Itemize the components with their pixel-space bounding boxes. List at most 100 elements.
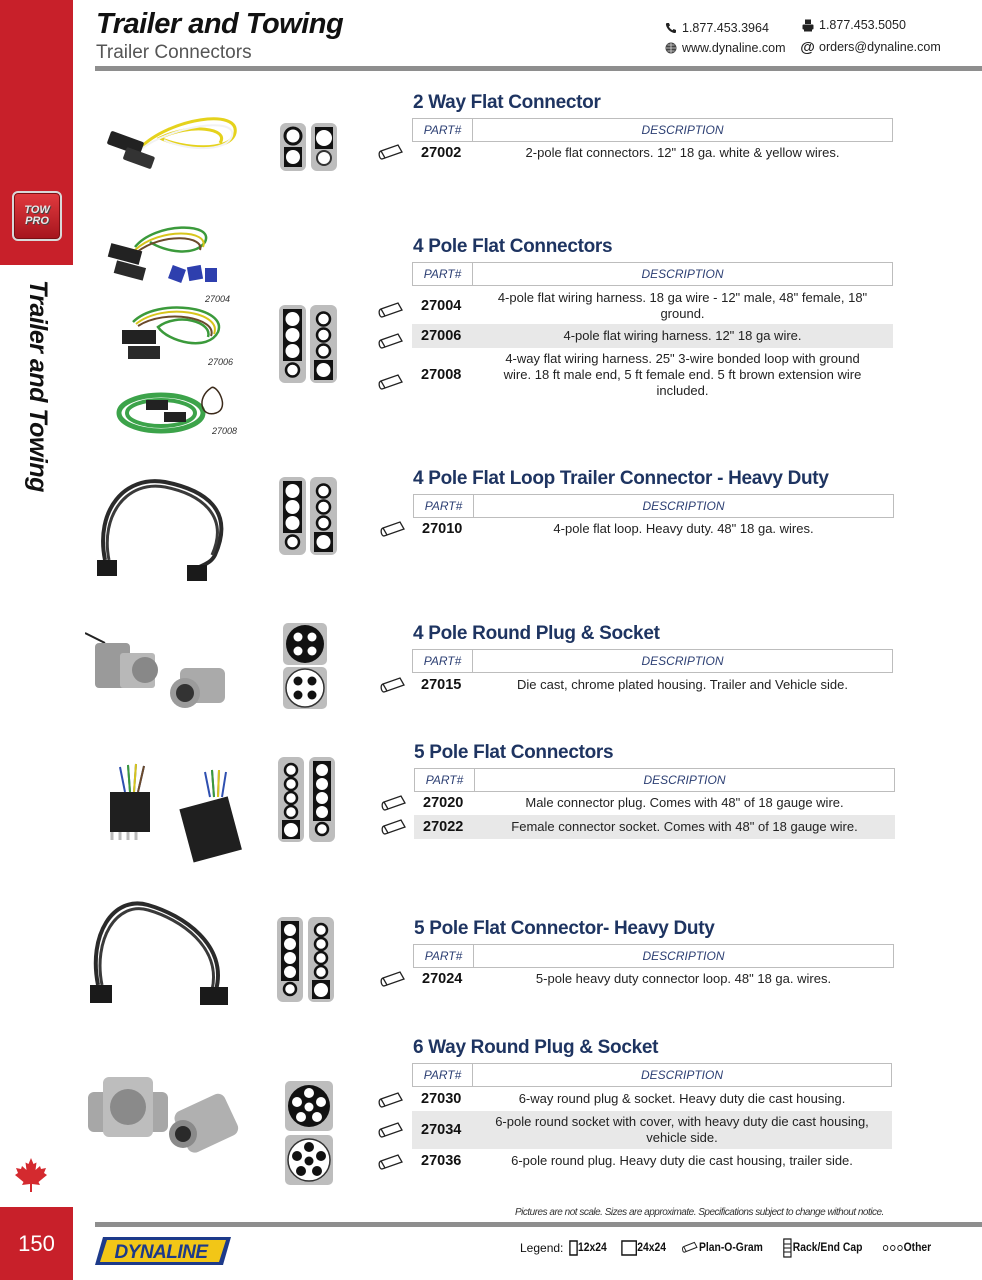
legend: Legend: 12x24 24x24 Plan-O-Gram Rack/End… bbox=[520, 1238, 946, 1258]
plan-o-gram-icon bbox=[380, 971, 405, 987]
product-image-27010 bbox=[97, 479, 224, 581]
legend-item-12x24: 12x24 bbox=[569, 1240, 607, 1256]
pinout-4pole-loop-icon bbox=[279, 477, 337, 555]
plan-o-gram-icon bbox=[378, 302, 403, 318]
vertical-label-text: Trailer and Towing bbox=[24, 280, 52, 492]
page-title: Trailer and Towing bbox=[96, 8, 344, 40]
badge-line2: PRO bbox=[25, 215, 49, 227]
svg-text:DYNALINE: DYNALINE bbox=[114, 1242, 209, 1263]
part-number: 27002 bbox=[421, 145, 462, 161]
page-subtitle: Trailer Connectors bbox=[96, 42, 252, 63]
plan-o-gram-icon bbox=[378, 374, 403, 390]
tow-pro-badge: TOW PRO bbox=[12, 191, 62, 241]
fax-number[interactable]: 1.877.453.5050 bbox=[819, 18, 906, 32]
disclaimer-text: Pictures are not scale. Sizes are approx… bbox=[515, 1207, 884, 1218]
legend-text: Rack/End Cap bbox=[793, 1242, 863, 1254]
plan-o-gram-icon bbox=[378, 1092, 403, 1108]
part-description: Die cast, chrome plated housing. Trailer… bbox=[517, 677, 848, 692]
plan-o-gram-icon bbox=[378, 333, 403, 349]
email-link[interactable]: orders@dynaline.com bbox=[819, 40, 941, 54]
phone-number[interactable]: 1.877.453.3964 bbox=[682, 21, 769, 35]
part-description: Female connector socket. Comes with 48" … bbox=[511, 819, 858, 834]
contact-fax: 1.877.453.5050 bbox=[801, 18, 906, 32]
product-image-27002 bbox=[107, 117, 237, 169]
part-description: 6-pole round plug. Heavy duty die cast h… bbox=[511, 1153, 853, 1168]
table-row: 27036 6-pole round plug. Heavy duty die … bbox=[412, 1150, 892, 1172]
table-row: 27020 Male connector plug. Comes with 48… bbox=[414, 792, 895, 814]
section-title-5pole-flat-hd: 5 Pole Flat Connector- Heavy Duty bbox=[414, 918, 715, 939]
legend-text: 12x24 bbox=[578, 1242, 608, 1254]
table-row: 27015 Die cast, chrome plated housing. T… bbox=[412, 674, 893, 696]
product-image-27004 bbox=[107, 226, 217, 283]
part-number: 27006 bbox=[421, 328, 462, 344]
column-header-description: DESCRIPTION bbox=[641, 267, 724, 281]
table-header: PART# DESCRIPTION bbox=[412, 118, 893, 142]
part-number: 27036 bbox=[421, 1153, 462, 1169]
fax-icon bbox=[801, 19, 814, 32]
table-row: 27006 4-pole flat wiring harness. 12" 18… bbox=[412, 324, 893, 348]
shelf-24x24-icon bbox=[621, 1240, 638, 1256]
table-header: PART# DESCRIPTION bbox=[412, 1063, 892, 1087]
globe-icon bbox=[664, 42, 677, 55]
part-description: 4-pole flat wiring harness. 18 ga wire -… bbox=[497, 290, 868, 321]
caption-27006: 27006 bbox=[208, 357, 234, 367]
section-title-5pole-flat: 5 Pole Flat Connectors bbox=[414, 742, 614, 763]
other-dots-icon bbox=[882, 1245, 903, 1251]
contact-email: @ orders@dynaline.com bbox=[800, 38, 941, 56]
part-description: 4-pole flat wiring harness. 12" 18 ga wi… bbox=[563, 328, 802, 343]
dynaline-logo: DYNALINE bbox=[95, 1237, 231, 1265]
column-header-part: PART# bbox=[414, 495, 474, 517]
contact-phone: 1.877.453.3964 bbox=[664, 21, 769, 35]
at-icon: @ bbox=[800, 38, 815, 56]
legend-label: Legend: bbox=[520, 1241, 564, 1255]
badge-line1: TOW bbox=[24, 204, 50, 216]
part-number: 27034 bbox=[421, 1122, 462, 1138]
part-description: Male connector plug. Comes with 48" of 1… bbox=[525, 795, 844, 810]
website-link[interactable]: www.dynaline.com bbox=[682, 41, 786, 55]
legend-item-24x24: 24x24 bbox=[621, 1240, 666, 1256]
plan-o-gram-icon bbox=[380, 677, 405, 693]
table-row: 27024 5-pole heavy duty connector loop. … bbox=[413, 968, 894, 990]
part-number: 27030 bbox=[421, 1091, 462, 1107]
column-header-part: PART# bbox=[413, 650, 473, 672]
product-image-27024 bbox=[90, 901, 228, 1005]
maple-leaf-icon bbox=[15, 1158, 47, 1192]
phone-icon bbox=[664, 22, 677, 35]
part-description: 6-pole round socket with cover, with hea… bbox=[495, 1114, 869, 1145]
caption-27004: 27004 bbox=[205, 294, 231, 304]
column-header-description: DESCRIPTION bbox=[642, 949, 725, 963]
legend-text: Other bbox=[903, 1242, 931, 1254]
plan-o-gram-icon bbox=[682, 1241, 698, 1253]
column-header-description: DESCRIPTION bbox=[643, 773, 726, 787]
part-description: 2-pole flat connectors. 12" 18 ga. white… bbox=[525, 145, 840, 160]
table-row: 27008 4-way flat wiring harness. 25" 3-w… bbox=[412, 350, 893, 400]
plan-o-gram-icon bbox=[378, 1122, 403, 1138]
legend-item-rack-end-cap: Rack/End Cap bbox=[782, 1238, 863, 1258]
part-description: 5-pole heavy duty connector loop. 48" 18… bbox=[535, 971, 832, 986]
pinout-5pole-hd-icon bbox=[277, 917, 334, 1002]
column-header-description: DESCRIPTION bbox=[641, 123, 724, 137]
part-description: 4-pole flat loop. Heavy duty. 48" 18 ga.… bbox=[553, 521, 814, 536]
rack-end-cap-icon bbox=[783, 1238, 792, 1258]
header-divider bbox=[95, 66, 982, 71]
legend-text: 24x24 bbox=[637, 1242, 667, 1254]
table-row: 27002 2-pole flat connectors. 12" 18 ga.… bbox=[412, 142, 893, 164]
caption-27008: 27008 bbox=[212, 426, 238, 436]
column-header-description: DESCRIPTION bbox=[640, 1068, 723, 1082]
legend-item-other: Other bbox=[882, 1242, 931, 1254]
column-header-part: PART# bbox=[413, 263, 473, 285]
section-title-2way-flat: 2 Way Flat Connector bbox=[413, 92, 601, 113]
pinout-5pole-icon bbox=[278, 757, 335, 842]
plan-o-gram-icon bbox=[378, 1154, 403, 1170]
section-title-4pole-round: 4 Pole Round Plug & Socket bbox=[413, 623, 660, 644]
plan-o-gram-icon bbox=[378, 144, 403, 160]
table-header: PART# DESCRIPTION bbox=[413, 494, 894, 518]
part-description: 4-way flat wiring harness. 25" 3-wire bo… bbox=[503, 351, 862, 398]
shelf-12x24-icon bbox=[569, 1240, 579, 1256]
plan-o-gram-icon bbox=[380, 521, 405, 537]
part-description: 6-way round plug & socket. Heavy duty di… bbox=[518, 1091, 846, 1106]
table-row: 27010 4-pole flat loop. Heavy duty. 48" … bbox=[413, 518, 894, 540]
table-row: 27030 6-way round plug & socket. Heavy d… bbox=[412, 1088, 892, 1110]
section-title-6way-round: 6 Way Round Plug & Socket bbox=[413, 1037, 659, 1058]
table-row: 27022 Female connector socket. Comes wit… bbox=[414, 815, 895, 839]
